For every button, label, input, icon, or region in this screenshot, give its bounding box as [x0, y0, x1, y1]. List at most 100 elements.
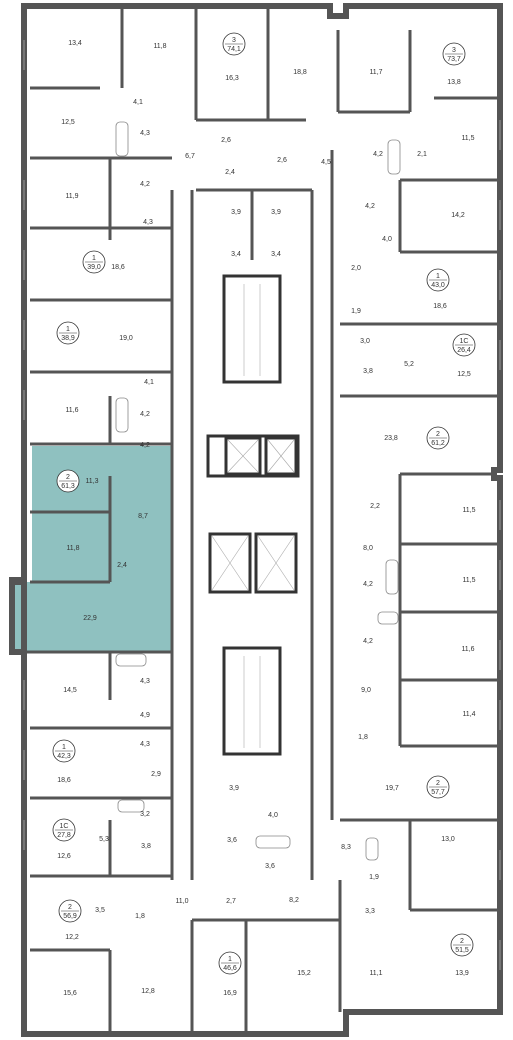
- unit-total-area: 27,8: [57, 832, 71, 839]
- room-area: 22,9: [83, 615, 97, 622]
- room-area: 18,6: [57, 777, 71, 784]
- room-area: 3,8: [363, 368, 373, 375]
- room-area: 11,1: [369, 970, 382, 977]
- unit-rooms: 1: [436, 273, 440, 280]
- room-area: 11,9: [65, 193, 78, 200]
- windows: [23, 40, 501, 970]
- stair-cores: [206, 274, 300, 756]
- room-area: 5,3: [99, 836, 109, 843]
- room-area: 11,5: [462, 507, 475, 514]
- room-area: 4,2: [140, 181, 150, 188]
- room-area: 18,8: [293, 69, 307, 76]
- stair-treads: [211, 284, 295, 748]
- room-area: 2,0: [351, 265, 361, 272]
- unit-total-area: 61,3: [61, 483, 75, 490]
- room-area: 18,6: [433, 303, 447, 310]
- room-area: 4,1: [133, 99, 143, 106]
- unit-total-area: 61,2: [431, 440, 445, 447]
- room-area: 19,0: [119, 335, 133, 342]
- room-area: 16,3: [225, 75, 239, 82]
- room-area: 3,0: [360, 338, 370, 345]
- room-area: 11,3: [85, 478, 98, 485]
- room-area: 11,6: [65, 407, 78, 414]
- room-area: 3,2: [140, 811, 150, 818]
- room-area: 8,0: [363, 545, 373, 552]
- room-area: 13,4: [68, 40, 82, 47]
- unit-total-area: 38,9: [61, 335, 75, 342]
- room-area: 3,4: [231, 251, 241, 258]
- room-area: 2,2: [370, 503, 380, 510]
- room-area: 5,2: [404, 361, 414, 368]
- room-area: 4,5: [321, 159, 331, 166]
- unit-total-area: 73,7: [447, 56, 461, 63]
- room-area: 3,6: [265, 863, 275, 870]
- room-area: 3,4: [271, 251, 281, 258]
- room-area: 11,5: [461, 135, 474, 142]
- room-area: 1,8: [135, 913, 145, 920]
- unit-total-area: 42,3: [57, 753, 71, 760]
- unit-total-area: 39,0: [87, 264, 101, 271]
- room-area: 4,1: [144, 379, 154, 386]
- unit-rooms: 1: [62, 744, 66, 751]
- interior-walls: [12, 6, 500, 1034]
- selected-apartment-highlight[interactable]: [12, 446, 172, 652]
- unit-total-area: 57,7: [431, 789, 445, 796]
- room-area: 13,0: [441, 836, 455, 843]
- room-area: 12,6: [57, 853, 71, 860]
- room-area: 2,4: [225, 169, 235, 176]
- room-area: 14,2: [451, 212, 465, 219]
- room-area: 4,2: [365, 203, 375, 210]
- room-area: 4,2: [363, 581, 373, 588]
- room-area: 15,6: [63, 990, 77, 997]
- room-area: 3,6: [227, 837, 237, 844]
- room-area: 4,2: [373, 151, 383, 158]
- room-area: 15,2: [297, 970, 311, 977]
- room-area: 14,5: [63, 687, 77, 694]
- room-area: 4,0: [382, 236, 392, 243]
- room-area: 13,8: [447, 79, 461, 86]
- room-area: 8,7: [138, 513, 148, 520]
- room-area: 4,3: [140, 678, 150, 685]
- room-area: 12,8: [141, 988, 155, 995]
- room-area: 4,2: [140, 411, 150, 418]
- unit-rooms: 2: [66, 474, 70, 481]
- unit-rooms: 2: [460, 938, 464, 945]
- unit-rooms: 3: [452, 47, 456, 54]
- room-area-labels: 13,4 11,8 16,3 18,8 11,7 13,8 12,5 4,1 4…: [57, 40, 475, 997]
- room-area: 9,0: [361, 687, 371, 694]
- unit-rooms: 1: [66, 326, 70, 333]
- room-area: 2,4: [117, 562, 127, 569]
- room-area: 8,2: [289, 897, 299, 904]
- room-area: 2,7: [226, 898, 236, 905]
- room-area: 4,3: [140, 741, 150, 748]
- room-area: 3,9: [229, 785, 239, 792]
- unit-total-area: 26,4: [457, 347, 471, 354]
- unit-badge-text: [55, 43, 473, 964]
- room-area: 13,9: [455, 970, 469, 977]
- room-area: 6,7: [185, 153, 195, 160]
- room-area: 3,3: [365, 908, 375, 915]
- room-area: 12,5: [61, 119, 75, 126]
- room-area: 8,3: [341, 844, 351, 851]
- room-area: 16,9: [223, 990, 237, 997]
- unit-rooms: 3: [232, 37, 236, 44]
- room-area: 2,6: [221, 137, 231, 144]
- room-area: 4,2: [363, 638, 373, 645]
- bath-fixtures: [115, 121, 401, 861]
- unit-total-area: 56,9: [63, 913, 77, 920]
- room-area: 11,5: [462, 577, 475, 584]
- unit-rooms: 2: [436, 431, 440, 438]
- room-area: 11,4: [462, 711, 475, 718]
- room-area: 4,9: [140, 712, 150, 719]
- room-area: 3,5: [95, 907, 105, 914]
- room-area: 11,7: [369, 69, 382, 76]
- room-area: 1,9: [351, 308, 361, 315]
- room-area: 11,8: [153, 43, 166, 50]
- room-area: 3,8: [141, 843, 151, 850]
- room-area: 4,2: [140, 442, 150, 449]
- room-area: 4,0: [268, 812, 278, 819]
- room-area: 4,3: [143, 219, 153, 226]
- room-area: 11,0: [175, 898, 188, 905]
- room-area: 18,6: [111, 264, 125, 271]
